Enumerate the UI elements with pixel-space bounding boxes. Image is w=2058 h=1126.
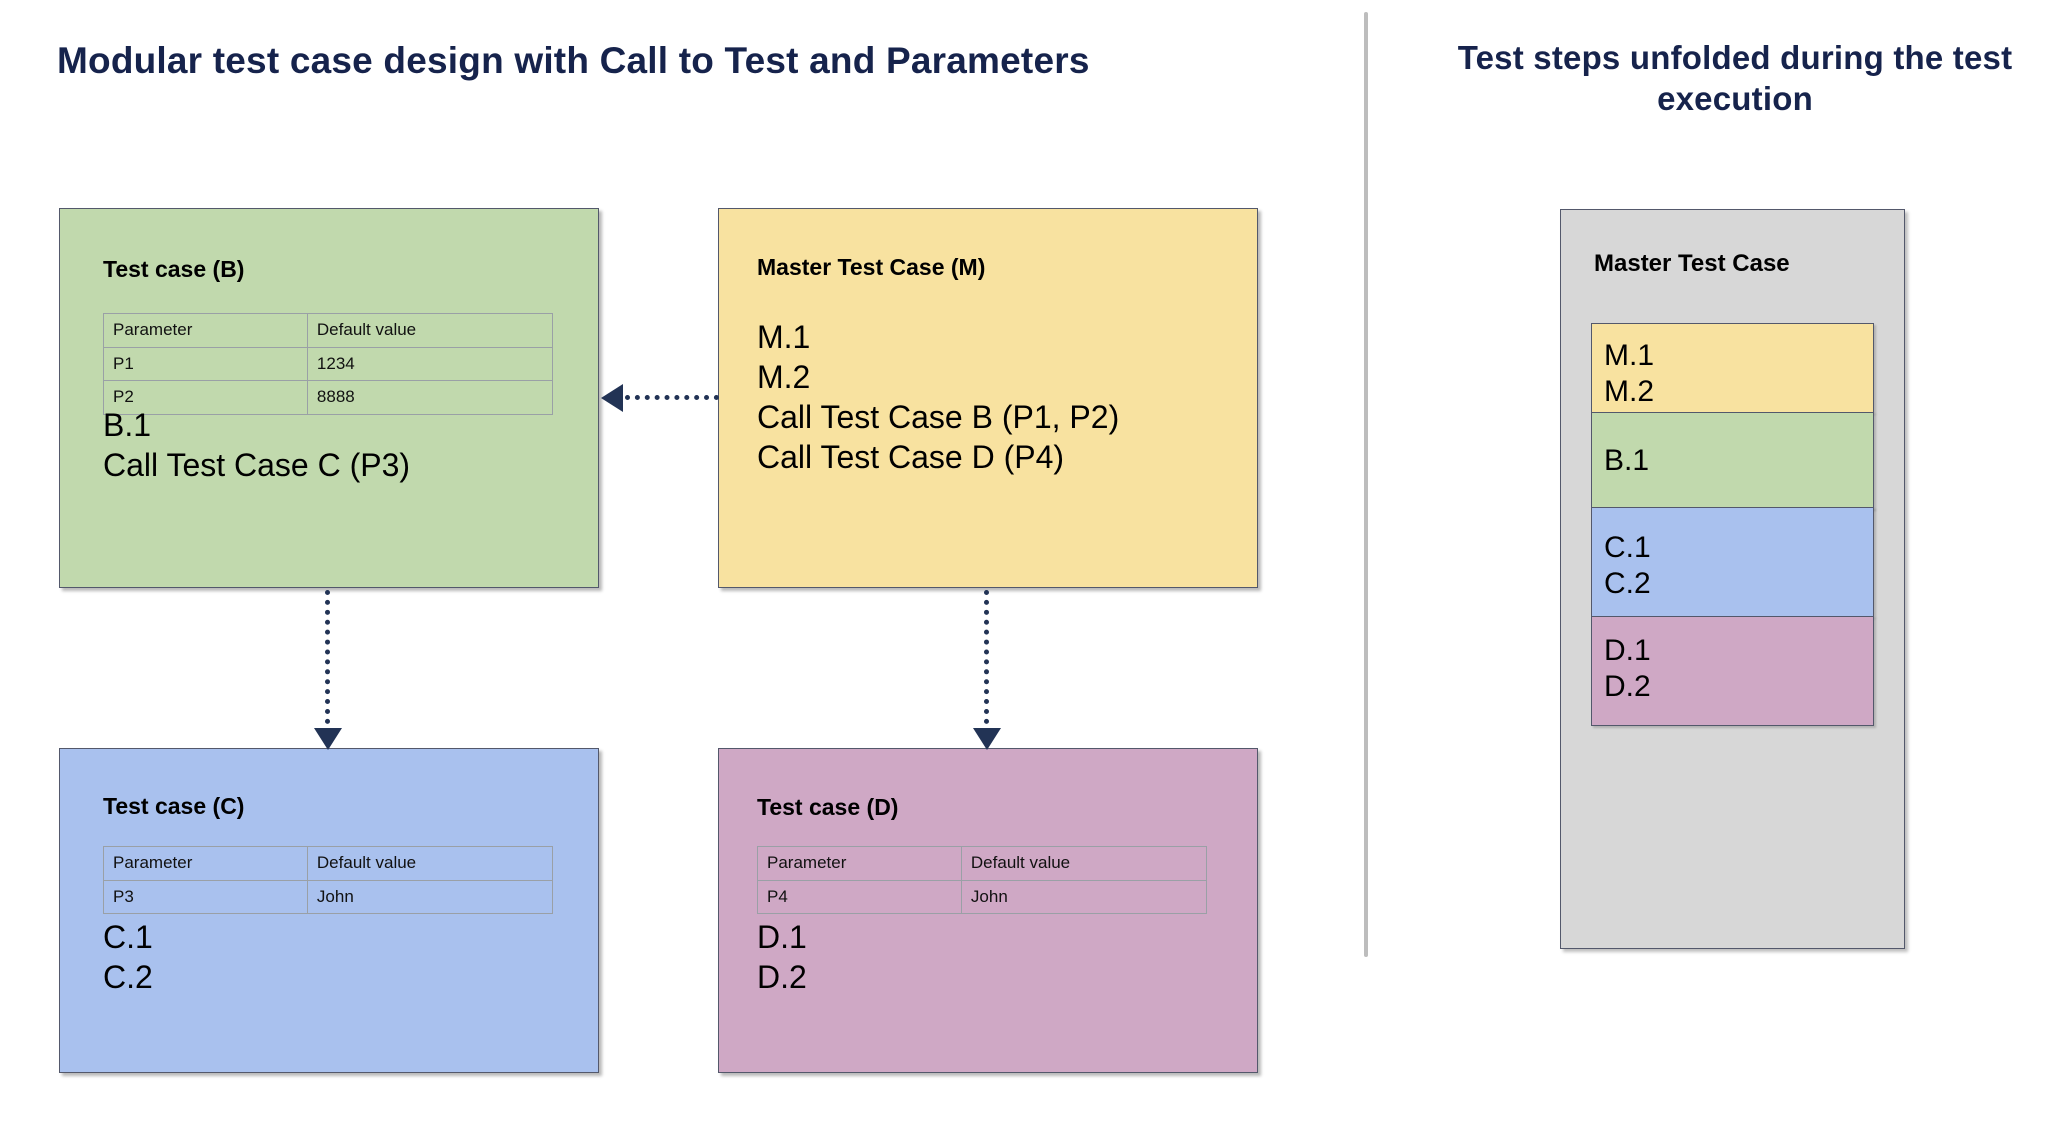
test-case-c-steps: C.1 C.2 [103, 919, 153, 995]
execution-block-m[interactable]: M.1 M.2 [1591, 323, 1874, 413]
panel-divider [1364, 12, 1368, 957]
arrow-m-to-d-icon [971, 590, 1003, 750]
cell-default-value: John [306, 879, 554, 915]
cell-parameter: P1 [103, 346, 308, 382]
cell-parameter: P4 [757, 879, 962, 915]
table-header-row: Parameter Default value [103, 313, 554, 348]
execution-block-c[interactable]: C.1 C.2 [1591, 507, 1874, 618]
arrow-line [325, 590, 330, 724]
test-case-b-steps: B.1 Call Test Case C (P3) [103, 407, 411, 483]
test-case-b-parameter-table: Parameter Default value P1 1234 P2 8888 [103, 313, 554, 415]
arrow-m-to-b-icon [601, 382, 719, 414]
arrow-line [984, 590, 989, 724]
cell-default-value: 1234 [306, 346, 554, 382]
table-row: P2 8888 [103, 380, 554, 415]
arrow-line [625, 395, 719, 400]
right-panel-title: Test steps unfolded during the test exec… [1457, 39, 2013, 117]
table-header-row: Parameter Default value [757, 846, 1208, 881]
column-header-parameter: Parameter [103, 846, 308, 881]
arrow-head-down-icon [314, 728, 342, 750]
column-header-default-value: Default value [306, 313, 554, 348]
test-case-c-parameter-table: Parameter Default value P3 John [103, 846, 554, 915]
table-row: P1 1234 [103, 346, 554, 382]
master-test-case-m-heading: Master Test Case (M) [757, 254, 986, 280]
execution-master-test-case-panel[interactable]: Master Test Case M.1 M.2 B.1 C.1 C.2 D.1… [1560, 209, 1905, 949]
test-case-b-heading: Test case (B) [103, 256, 245, 282]
column-header-parameter: Parameter [757, 846, 962, 881]
test-case-d-box[interactable]: Test case (D) Parameter Default value P4… [718, 748, 1258, 1073]
execution-panel-heading: Master Test Case [1594, 250, 1790, 277]
table-header-row: Parameter Default value [103, 846, 554, 881]
execution-block-b[interactable]: B.1 [1591, 411, 1874, 509]
arrow-head-left-icon [601, 384, 623, 412]
master-test-case-m-steps: M.1 M.2 Call Test Case B (P1, P2) Call T… [757, 319, 1120, 475]
cell-parameter: P2 [103, 380, 308, 415]
test-case-b-box[interactable]: Test case (B) Parameter Default value P1… [59, 208, 599, 588]
table-row: P3 John [103, 879, 554, 915]
left-panel-title: Modular test case design with Call to Te… [57, 40, 1090, 81]
master-test-case-m-box[interactable]: Master Test Case (M) M.1 M.2 Call Test C… [718, 208, 1258, 588]
arrow-b-to-c-icon [312, 590, 344, 750]
column-header-default-value: Default value [960, 846, 1208, 881]
test-case-d-heading: Test case (D) [757, 794, 899, 820]
arrow-head-down-icon [973, 728, 1001, 750]
test-case-d-steps: D.1 D.2 [757, 919, 807, 995]
table-row: P4 John [757, 879, 1208, 915]
test-case-c-box[interactable]: Test case (C) Parameter Default value P3… [59, 748, 599, 1073]
column-header-parameter: Parameter [103, 313, 308, 348]
test-case-c-heading: Test case (C) [103, 793, 245, 819]
cell-default-value: 8888 [306, 380, 554, 415]
cell-parameter: P3 [103, 879, 308, 915]
cell-default-value: John [960, 879, 1208, 915]
execution-block-d[interactable]: D.1 D.2 [1591, 615, 1874, 726]
column-header-default-value: Default value [306, 846, 554, 881]
test-case-d-parameter-table: Parameter Default value P4 John [757, 846, 1208, 915]
execution-step-stack: M.1 M.2 B.1 C.1 C.2 D.1 D.2 [1591, 323, 1874, 726]
